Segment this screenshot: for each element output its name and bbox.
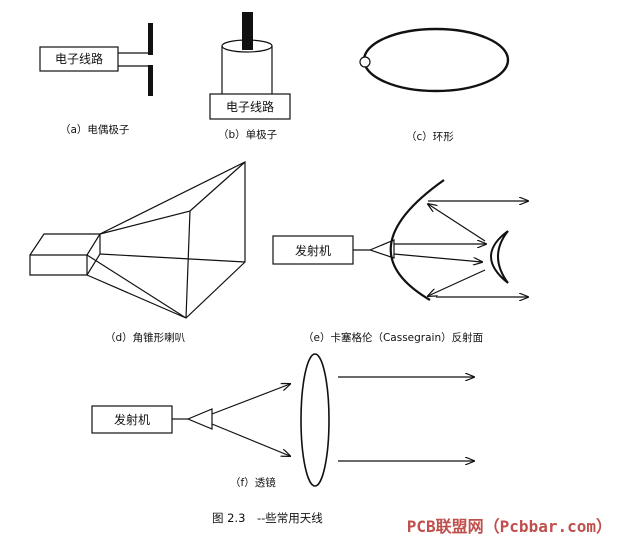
panel-d-horn: （d）角锥形喇叭 (29, 161, 246, 344)
panel-a-dipole-arm-top (148, 23, 153, 55)
panel-b-cylinder-top (221, 39, 273, 53)
watermark: PCB联盟网（Pcbbar.com） (407, 517, 612, 536)
panel-e-caption: （e）卡塞格伦（Cassegrain）反射面 (303, 331, 483, 344)
figure-caption: 图 2.3 --些常用天线 (212, 511, 323, 525)
panel-a-box-label: 电子线路 (55, 51, 103, 66)
panel-e-subreflector (490, 230, 509, 284)
panel-c-loop: （c）环形 (359, 27, 510, 143)
panel-e-main-reflector (389, 179, 445, 301)
panel-b-monopole-element (242, 12, 253, 50)
panel-e-ray-sub-to-main-top (428, 204, 486, 242)
panel-e-ray-sub-to-main-bottom (428, 269, 486, 296)
panel-f-lens: 发射机 （f）透镜 (91, 353, 474, 489)
panel-e-cassegrain: 发射机 （e）卡塞格伦（Cassegrain）反射面 (272, 179, 528, 344)
panel-a-dipole-arm-bottom (148, 65, 153, 96)
panel-f-ray-in-bottom (211, 423, 290, 456)
panel-b-cylinder (221, 46, 273, 96)
panel-f-ray-in-top (211, 384, 290, 415)
panel-d-caption: （d）角锥形喇叭 (105, 332, 186, 344)
panel-a-dipole: 电子线路 （a）电偶极子 (39, 23, 153, 136)
panel-b-box-label: 电子线路 (226, 99, 274, 114)
panel-f-feed-horn (186, 408, 213, 430)
panel-b-circuit-box (209, 93, 291, 120)
panel-b-monopole: 电子线路 （b）单极子 (209, 12, 291, 141)
panel-c-feed-point (359, 56, 371, 68)
panel-f-box-label: 发射机 (114, 412, 150, 427)
panel-e-ray-horn-sub-bottom (393, 253, 482, 262)
panel-d-waveguide (29, 233, 102, 276)
panel-a-caption: （a）电偶极子 (60, 123, 129, 136)
panel-d-horn-flare (86, 161, 246, 319)
panel-f-lens-ellipse (300, 353, 330, 487)
panel-e-box-label: 发射机 (295, 243, 331, 258)
panel-b-caption: （b）单极子 (218, 128, 277, 141)
panel-e-feed-horn (368, 239, 395, 259)
panel-c-loop-ellipse (362, 27, 510, 93)
panel-c-caption: （c）环形 (406, 131, 454, 143)
panel-f-caption: （f）透镜 (230, 476, 276, 489)
panel-a-circuit-box (39, 46, 119, 72)
